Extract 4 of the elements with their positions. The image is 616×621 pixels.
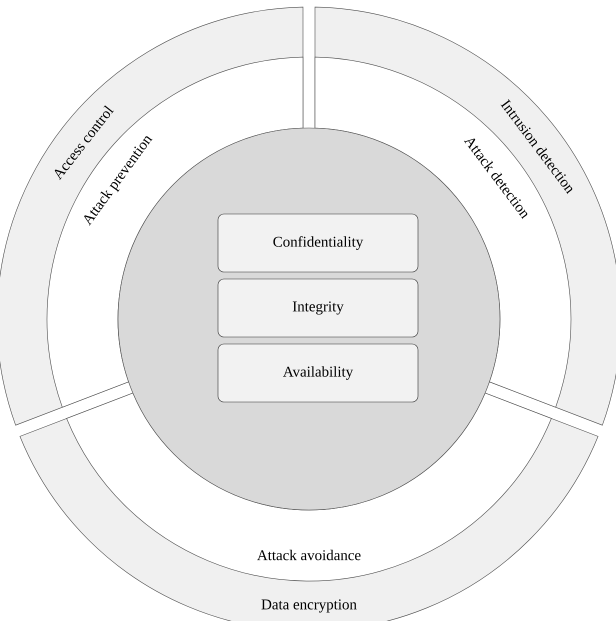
rounded-box: Integrity [218,278,418,338]
ring-band: Attack avoidance [66,392,552,582]
rounded-box: Availability [218,344,418,402]
rounded-box: Confidentiality [218,214,418,272]
